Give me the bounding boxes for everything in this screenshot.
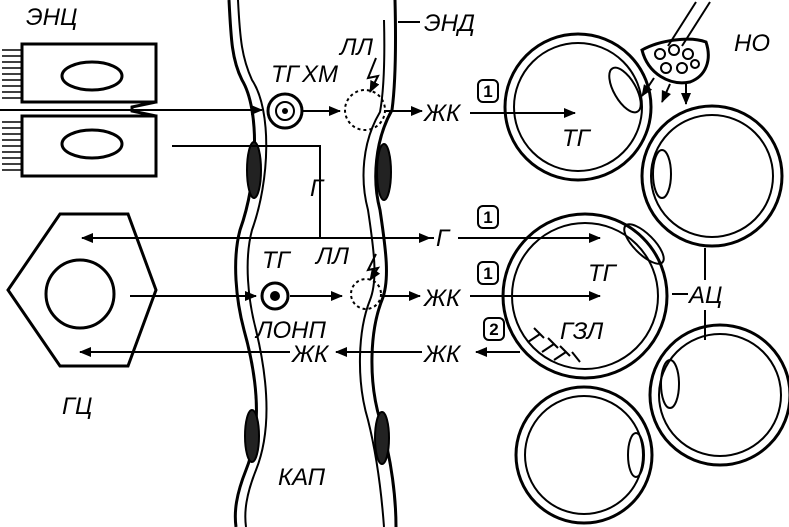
vldl-remnant (350, 278, 382, 310)
enterocyte-cell-top (20, 42, 158, 104)
adipocyte-nucleus (627, 432, 645, 478)
label-adipocytes: АЦ (687, 282, 722, 309)
adipocyte-nucleus (623, 223, 665, 265)
label-vldl: ЛОНП (254, 317, 326, 344)
enterocyte-nucleus-top (60, 60, 124, 92)
lipase-action-zigzag (366, 253, 381, 281)
label-capillary: КАП (278, 464, 326, 491)
endothelial-nucleus (246, 141, 262, 199)
enterocyte-group (2, 42, 158, 178)
endothelial-nucleus (376, 143, 392, 201)
label-lipoprotein-lipase-mid: ЛЛ (314, 243, 349, 270)
adipocyte-nucleus (608, 66, 642, 114)
chylomicron-remnant (344, 89, 386, 131)
step-badge: 1 (477, 261, 499, 285)
chylomicron-particle (266, 92, 304, 130)
capillary (227, 0, 420, 527)
label-chylomicron: ХМ (301, 61, 338, 88)
hepatocyte-nucleus (44, 258, 116, 330)
microvilli (2, 49, 22, 171)
adipocytes (501, 32, 789, 525)
svg-text:1: 1 (483, 208, 492, 227)
label-fatty-acid-mid: ЖК (423, 285, 462, 312)
label-tg-vldl: ТГ (262, 247, 292, 274)
hepatocyte-cell (6, 212, 158, 368)
label-hormone-sensitive-lipase: ГЗЛ (560, 318, 604, 345)
enterocyte-nucleus-bottom (60, 128, 124, 160)
vldl-particle (260, 281, 290, 311)
svg-text:2: 2 (489, 320, 498, 339)
adipocyte-right-top (640, 104, 784, 248)
adipocyte-bottom (514, 385, 654, 525)
label-tg-top-cell: ТГ (562, 125, 592, 152)
enterocyte-cell-bottom (20, 114, 158, 178)
svg-text:1: 1 (483, 264, 492, 283)
endothelial-nucleus (374, 411, 390, 465)
lipase-action-zigzag (366, 57, 380, 93)
step-badge: 1 (477, 205, 499, 229)
adipocyte-top (503, 32, 653, 182)
label-lipoprotein-lipase-top: ЛЛ (338, 34, 373, 61)
step-badge: 2 (483, 317, 505, 341)
label-fatty-acid-return-right: ЖК (423, 341, 462, 368)
nerve-terminal (640, 37, 710, 85)
label-tg-chylomicron: ТГ (271, 61, 301, 88)
glucose-route (172, 145, 321, 238)
capillary-wall-left-inner (237, 0, 268, 527)
label-fatty-acid-return-left: ЖК (291, 341, 330, 368)
step-badge: 1 (477, 79, 499, 103)
lipolysis-marks (527, 327, 581, 363)
endothelial-nucleus (244, 409, 260, 463)
adipocyte-right-bottom (648, 323, 789, 467)
adipocyte-nucleus (652, 149, 672, 199)
label-glucose-mid: Г (436, 225, 451, 252)
label-hepatocyte: ГЦ (62, 393, 93, 420)
nerve-ending (640, 1, 711, 105)
adipocyte-nucleus (660, 359, 680, 409)
label-enterocyte: ЭНЦ (26, 4, 77, 31)
svg-text:1: 1 (483, 82, 492, 101)
label-endothelium: ЭНД (424, 10, 475, 37)
label-glucose-left: Г (310, 175, 325, 202)
label-tg-mid-cell: ТГ (588, 260, 618, 287)
capillary-wall-left (227, 0, 258, 527)
label-fatty-acid-top: ЖК (423, 100, 462, 127)
label-nerve-ending: НО (734, 30, 770, 57)
